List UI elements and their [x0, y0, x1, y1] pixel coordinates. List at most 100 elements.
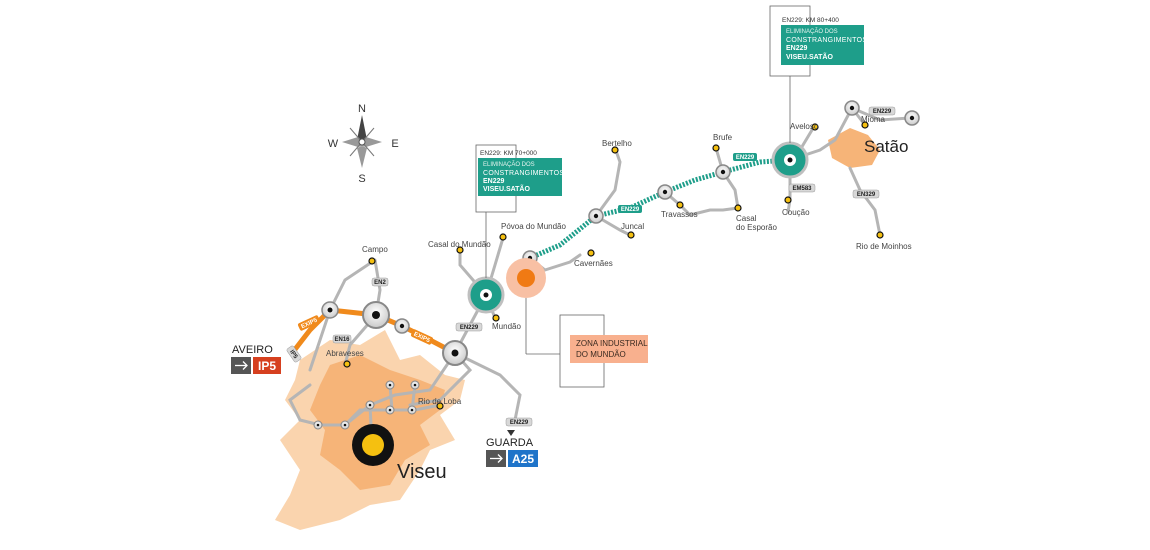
sign2-line4: VISEU.SATÃO: [786, 52, 833, 61]
road-label-en229-1: EN229: [618, 205, 642, 213]
info-sign-km80: EN229: KM 80+400 ELIMINAÇÃO DOS CONSTRAN…: [769, 5, 867, 143]
compass-w: W: [328, 138, 339, 150]
sign2-line2: CONSTRANGIMENTOS: [786, 37, 867, 44]
place-dot: [436, 402, 444, 410]
place-dot: [627, 231, 635, 239]
roundabout-nodes: [313, 100, 920, 430]
place-dot: [492, 314, 500, 322]
roundabout-node: [844, 100, 860, 116]
place-dot: [587, 249, 595, 257]
destination-aveiro: AVEIRO IP5: [231, 344, 281, 374]
label-rio-de-loba: Rio de Loba: [418, 397, 462, 406]
svg-text:EN229: EN229: [460, 325, 479, 331]
roundabout-node: [904, 110, 920, 126]
svg-text:EN16: EN16: [334, 337, 350, 343]
compass-rose-icon: N S E W: [328, 103, 399, 185]
zona-line2: DO MUNDÃO: [576, 350, 626, 359]
road-badge-en2: EN2: [371, 277, 389, 287]
place-dot: [499, 233, 507, 241]
place-dot: [784, 196, 792, 204]
zona-industrial-callout: ZONA INDUSTRIAL DO MUNDÃO: [525, 298, 648, 388]
road-badge-en16: EN16: [332, 334, 352, 344]
sign2-line3: EN229: [786, 45, 808, 52]
label-travassos: Travassos: [661, 210, 698, 219]
viseu-urban-area-inner: [310, 355, 445, 490]
roundabout-node: [340, 420, 350, 430]
svg-text:EM583: EM583: [792, 186, 812, 192]
svg-text:EN229: EN229: [510, 420, 529, 426]
road-badge-en229-c: EN229: [868, 106, 896, 116]
place-dot: [368, 257, 376, 265]
sign1-line2: CONSTRANGIMENTOS: [483, 170, 564, 177]
svg-text:EN329: EN329: [857, 192, 876, 198]
roundabout-node: [362, 301, 390, 329]
road-badge-en229-a: EN229: [455, 322, 483, 332]
road-badge-en329: EN329: [852, 189, 880, 199]
arrow-right-icon: [490, 454, 503, 463]
roundabout-node: [588, 208, 604, 224]
svg-text:IP5: IP5: [288, 349, 298, 360]
label-brufe: Brufe: [713, 133, 733, 142]
road-badge-em583: EM583: [788, 183, 816, 193]
compass-n: N: [358, 103, 366, 115]
roundabout-node: [365, 400, 375, 410]
label-satao: Satão: [864, 137, 908, 156]
satao-urban-area: [828, 128, 880, 168]
roundabout-node: [385, 380, 395, 390]
place-dots: [343, 121, 884, 410]
label-rio-de-moinhos: Rio de Moinhos: [856, 242, 912, 251]
label-aveloso: Aveloso: [790, 122, 819, 131]
label-mundao: Mundão: [492, 322, 521, 331]
label-abraveses: Abraveses: [326, 349, 364, 358]
place-dot: [712, 144, 720, 152]
place-dot: [676, 201, 684, 209]
svg-text:EN229: EN229: [736, 155, 755, 161]
label-bertelho: Bertelho: [602, 139, 632, 148]
label-casal-do-esporao-2: do Esporão: [736, 223, 777, 232]
sign1-km: EN229: KM 70+000: [480, 150, 537, 157]
roundabout-node: [715, 164, 731, 180]
destination-aveiro-code: IP5: [258, 359, 276, 373]
roundabout-node: [407, 405, 417, 415]
road-label-en229-2: EN229: [733, 153, 757, 161]
label-cavernaes: Cavernães: [574, 259, 613, 268]
label-viseu: Viseu: [397, 461, 447, 483]
road-label-exip5-b: EXIP5: [410, 329, 434, 345]
roundabout-node: [657, 184, 673, 200]
roundabout-node: [410, 380, 420, 390]
main-junction-satao: [771, 141, 809, 179]
label-casal-do-mundao: Casal do Mundão: [428, 240, 491, 249]
sign1-line1: ELIMINAÇÃO DOS: [483, 161, 535, 168]
label-coucao: Coução: [782, 208, 810, 217]
sign1-line3: EN229: [483, 178, 505, 185]
sign2-km: EN229: KM 80+400: [782, 17, 839, 24]
road-badge-ip5: IP5: [286, 345, 302, 363]
place-dot: [456, 246, 464, 254]
place-dot: [861, 121, 869, 129]
place-dot: [734, 204, 742, 212]
place-dot: [611, 146, 619, 154]
roundabout-node: [394, 318, 410, 334]
svg-text:EN229: EN229: [873, 109, 892, 115]
destination-aveiro-name: AVEIRO: [232, 344, 273, 356]
info-sign-km70: EN229: KM 70+000 ELIMINAÇÃO DOS CONSTRAN…: [475, 144, 564, 278]
sign1-line4: VISEU.SATÃO: [483, 184, 530, 193]
destination-guarda: GUARDA A25: [486, 430, 538, 467]
destination-guarda-name: GUARDA: [486, 437, 534, 449]
roundabout-node: [313, 420, 323, 430]
main-junction-casal-do-mundao: [467, 276, 505, 314]
compass-s: S: [358, 173, 365, 185]
en229-route: [529, 157, 791, 261]
road-badge-en229-b: EN229: [505, 417, 533, 427]
arrow-right-icon: [235, 361, 248, 370]
label-povoa-do-mundao: Póvoa do Mundão: [501, 222, 566, 231]
destination-guarda-code: A25: [512, 452, 534, 466]
zona-line1: ZONA INDUSTRIAL: [576, 339, 648, 348]
place-dot: [876, 231, 884, 239]
place-dot: [811, 123, 819, 131]
label-campo: Campo: [362, 245, 388, 254]
label-juncal: Juncal: [621, 222, 644, 231]
svg-text:EN2: EN2: [374, 280, 386, 286]
compass-e: E: [391, 138, 398, 150]
